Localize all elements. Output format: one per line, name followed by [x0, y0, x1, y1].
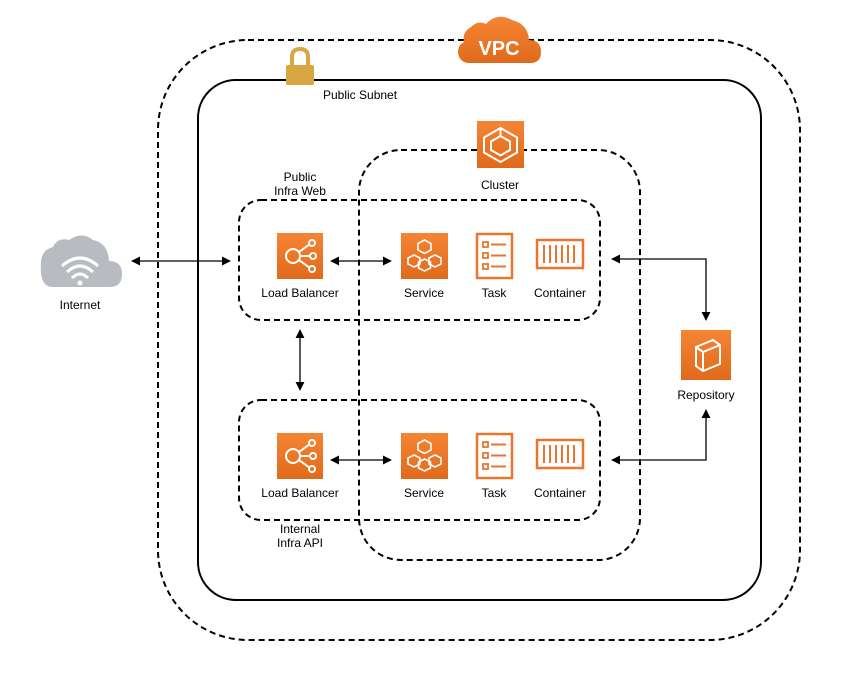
task-icon	[475, 232, 514, 280]
vpc-label: VPC	[478, 38, 519, 60]
public-group-label-line2: Infra Web	[274, 184, 326, 198]
internal-group-label-line1: Internal	[280, 522, 320, 536]
container-node-internal	[535, 438, 585, 470]
connector-container-repo-public	[611, 254, 711, 321]
load-balancer-label: Load Balancer	[261, 286, 338, 300]
service-node-internal	[401, 433, 448, 479]
repository-label: Repository	[677, 388, 734, 402]
public-subnet-boundary	[197, 79, 762, 601]
lock-icon	[286, 46, 314, 85]
load-balancer-label: Load Balancer	[261, 486, 338, 500]
load-balancer-node-public	[277, 233, 323, 279]
task-node-public	[475, 232, 514, 280]
internet-cloud-icon	[40, 235, 122, 287]
task-label: Task	[482, 286, 508, 300]
service-label: Service	[404, 286, 444, 300]
vpc-cloud-icon: VPC	[458, 16, 541, 63]
task-icon	[475, 432, 514, 480]
container-node-public	[535, 238, 585, 270]
container-label: Container	[534, 486, 586, 500]
service-node-public	[401, 233, 448, 279]
container-label: Container	[534, 286, 586, 300]
internet-label: Internet	[60, 298, 101, 312]
ecs-cluster-icon	[477, 121, 524, 168]
ecr-repository-icon	[681, 330, 731, 380]
public-group-label-line1: Public	[284, 170, 317, 184]
load-balancer-node-internal	[277, 433, 323, 479]
public-infra-web-group	[238, 199, 601, 321]
task-label: Task	[482, 486, 508, 500]
cluster-boundary	[358, 149, 641, 561]
task-node-internal	[475, 432, 514, 480]
container-icon	[535, 238, 585, 270]
container-icon	[535, 438, 585, 470]
internal-group-label-line2: Infra API	[277, 536, 323, 550]
connector-container-repo-internal	[611, 409, 711, 465]
cluster-label: Cluster	[481, 178, 519, 192]
internal-infra-api-group	[238, 399, 601, 521]
service-label: Service	[404, 486, 444, 500]
public-subnet-label: Public Subnet	[323, 88, 398, 102]
